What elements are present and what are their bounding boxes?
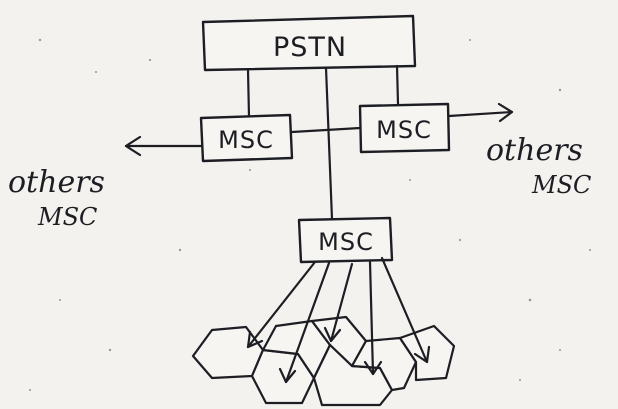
msc-center-label: MSC bbox=[318, 228, 374, 256]
msc-center-box bbox=[297, 216, 394, 264]
pstn-to-center-msc-line bbox=[324, 66, 334, 221]
pstn-box bbox=[201, 14, 417, 72]
arrow-to-cell-4 bbox=[329, 262, 354, 343]
others-right-line1: others bbox=[486, 133, 583, 168]
msc-left-label: MSC bbox=[218, 126, 274, 154]
msc-to-cell-arrows bbox=[246, 256, 431, 384]
msc-left-right-link bbox=[290, 126, 362, 134]
arrow-to-cell-5 bbox=[368, 260, 375, 376]
arrow-to-cell-1 bbox=[246, 260, 317, 349]
paper-texture bbox=[29, 38, 591, 391]
arrow-to-cell-7 bbox=[380, 256, 429, 364]
msc-right-box bbox=[358, 102, 451, 154]
pstn-to-right-msc-line bbox=[395, 64, 400, 106]
msc-right-label: MSC bbox=[376, 116, 432, 144]
arrow-to-cell-2 bbox=[284, 261, 331, 384]
pstn-label: PSTN bbox=[273, 32, 347, 63]
cell-1 bbox=[191, 325, 265, 380]
arrow-to-others-right bbox=[447, 110, 514, 118]
arrow-head-cell-4 bbox=[323, 326, 342, 343]
others-left-line2: MSC bbox=[37, 203, 97, 231]
others-left-line1: others bbox=[8, 165, 105, 200]
arrow-head-cell-7 bbox=[413, 345, 431, 364]
msc-left-box bbox=[199, 113, 294, 163]
pstn-to-left-msc-line bbox=[246, 68, 251, 119]
arrow-head-cell-5 bbox=[363, 360, 383, 376]
arrow-head-cell-1 bbox=[246, 330, 264, 349]
others-right-line2: MSC bbox=[531, 171, 591, 199]
cell-cluster bbox=[191, 315, 456, 407]
arrow-head-left bbox=[124, 135, 142, 157]
arrow-head-right bbox=[497, 102, 514, 123]
cell-7 bbox=[398, 324, 456, 382]
arrow-head-cell-2 bbox=[278, 367, 297, 384]
